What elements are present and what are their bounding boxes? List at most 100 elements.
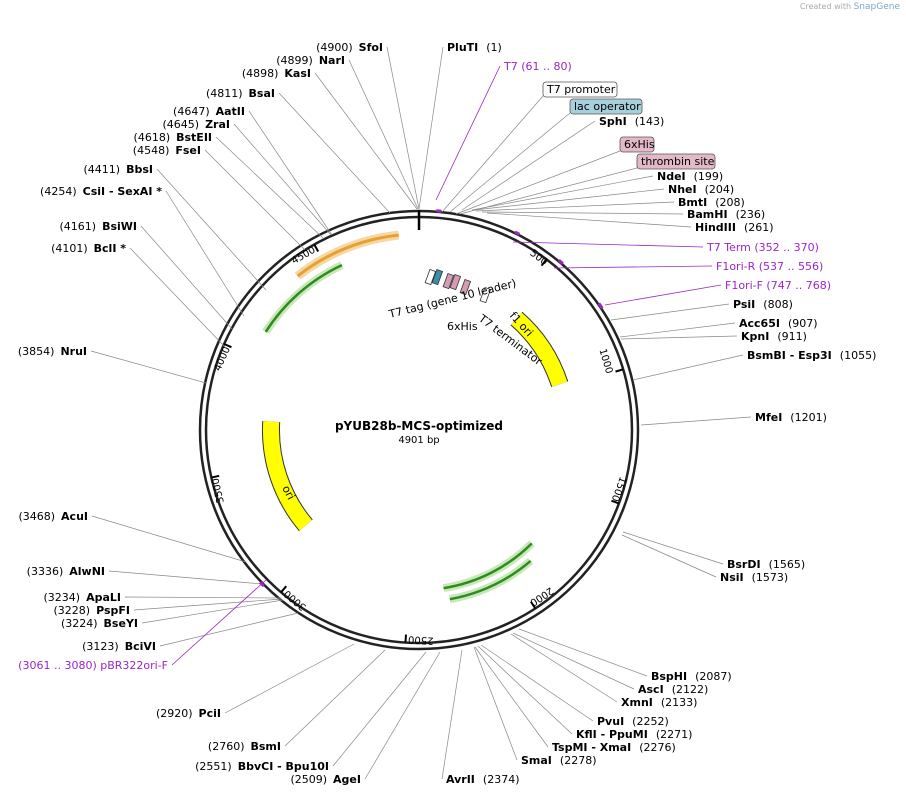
site-position: (4161) [59,220,96,233]
restriction-site-label: (2509)AgeI [290,773,361,786]
site-name: PciI [199,707,221,720]
restriction-site-label: (4645) ZraI [163,118,231,131]
restriction-site-label: KflI - PpuMI(2271) [576,728,692,741]
snapgene-logo: SnapGene [853,2,900,12]
f1-ori-arc [510,312,568,387]
site-connector [348,59,419,210]
site-connector [159,612,299,647]
restriction-site-label: PluTI (1) [447,41,502,54]
site-name: BclI * [94,242,127,255]
feature-connector [441,95,544,213]
site-connector [224,643,355,714]
site-connector [90,350,207,384]
restriction-site-label: (4811)BsaI [206,87,275,100]
site-name: BsrDI [727,558,761,571]
site-connector [364,651,441,780]
restriction-site-label: (4161)BsiWI [59,220,137,233]
restriction-site-label: (4899)NarI [276,54,345,67]
site-name: AlwNI [69,565,105,578]
site-connector [156,168,267,291]
site-connector [129,247,227,349]
site-connector [418,46,444,210]
site-position: (236) [736,208,766,221]
tick-mark [211,474,220,479]
site-labels: PluTI(1)SphI(143)NdeI(199)NheI(204)BmtI(… [18,41,877,786]
site-position: (2271) [656,728,693,741]
site-connector [471,175,654,211]
site-position: (4411) [84,163,121,176]
site-name: BsmI [251,740,282,753]
primer-mark [557,258,564,265]
site-connector [474,646,549,748]
tick-mark [530,601,537,609]
site-position: (1) [486,41,502,54]
site-name: AcuI [61,510,88,523]
site-connector [619,322,736,338]
site-position: (4254) [40,185,77,198]
site-name: NdeI [657,170,686,183]
restriction-site-label: (3224) BseYI [61,617,138,630]
site-name: SphI [599,115,627,128]
site-connector [165,190,245,317]
restriction-site-label: NsiI(1573) [720,571,788,584]
site-name: ApaLI [86,591,121,604]
snapgene-credit: Created with SnapGene [800,2,900,12]
site-position: (2509) [290,773,327,786]
site-connector [133,598,283,611]
site-position: (1565) [769,558,806,571]
site-position: (3123) [82,640,119,653]
site-connector [386,46,420,210]
site-position: (2374) [483,773,520,786]
site-name: BseYI [104,617,138,630]
site-name: Acc65I [739,317,780,330]
site-connector [204,149,306,251]
site-connector [473,646,518,761]
site-name: SmaI [521,754,552,767]
site-connector-lines [90,46,752,780]
tick-mark [280,585,287,593]
primer-label: (3061 .. 3080) pBR322ori-F [18,659,168,672]
site-position: (3224) [61,617,98,630]
restriction-site-label: NheI(204) [668,183,734,196]
site-connector [481,211,684,215]
restriction-site-label: (4900)SfoI [316,41,383,54]
tick-label: 2500 [408,633,434,646]
restriction-site-label: (4898)KasI [242,67,311,80]
restriction-site-label: HindIII(261) [695,221,774,234]
site-name: NsiI [720,571,744,584]
site-connector [610,303,730,321]
tick-label: 1500 [609,475,628,503]
site-connector [141,599,284,624]
site-position: (4645) [163,118,200,131]
site-connector [510,633,618,703]
site-name: FseI [175,144,201,157]
site-name: KpnI [741,330,769,343]
primer-label: F1ori-R (537 .. 556) [716,260,823,273]
site-connector [140,225,234,331]
site-connector [332,651,427,767]
site-position: (1055) [840,349,877,362]
map-feature-label: 6xHis [447,320,478,333]
orf-arc [449,559,532,601]
site-name: ZraI [205,118,230,131]
site-position: (907) [788,317,818,330]
site-position: (2276) [639,741,676,754]
site-name: PluTI [447,41,478,54]
site-connector [314,72,418,210]
primer-mark [259,581,265,588]
restriction-site-label: Acc65I (907) [739,317,818,330]
site-connector [278,92,391,214]
restriction-site-label: AvrII(2374) [446,773,519,786]
site-name: XmnI [621,696,653,709]
restriction-site-label: (4647)AatII [173,105,245,118]
site-position: (911) [777,330,807,343]
site-name: CsiI - SexAI * [83,185,163,198]
restriction-site-label: KpnI (911) [741,330,807,343]
site-connector [441,649,463,780]
primer-connector [435,65,501,201]
orf-arc [443,542,533,590]
primer-connector [604,284,722,306]
restriction-site-label: TspMI - XmaI(2276) [552,741,676,754]
restriction-site-label: BsrDI (1565) [727,558,805,571]
